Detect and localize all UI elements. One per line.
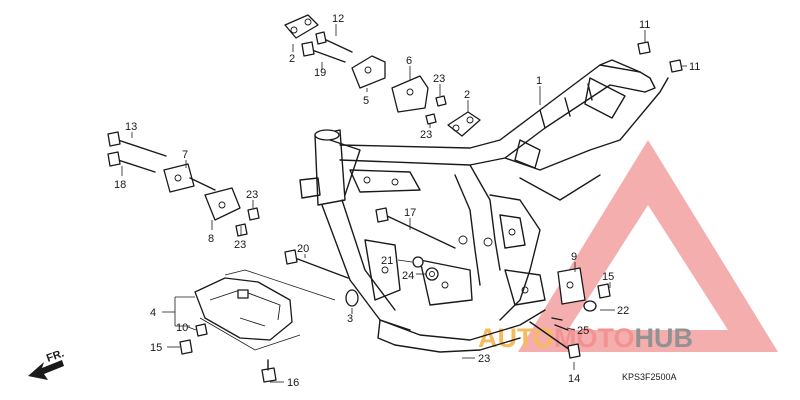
- watermark-text-moto: MOTO: [554, 323, 635, 353]
- callout-19: 19: [314, 67, 326, 79]
- callout-9: 9: [571, 251, 577, 263]
- main-frame: [299, 59, 669, 353]
- callout-10: 10: [176, 322, 188, 334]
- front-engine-hanger: [107, 131, 260, 237]
- callout-22: 22: [617, 305, 629, 317]
- callout-5: 5: [363, 95, 369, 107]
- callout-12: 12: [332, 13, 344, 25]
- callout-4: 4: [150, 307, 156, 319]
- watermark-triangle-icon: [518, 140, 778, 352]
- diagram-code: KPS3F2500A: [622, 372, 677, 382]
- callout-15: 15: [602, 271, 614, 283]
- callout-2: 2: [289, 53, 295, 65]
- callout-13: 13: [125, 121, 137, 133]
- callout-20: 20: [297, 243, 309, 255]
- through-bolts: [284, 207, 456, 307]
- callout-labels: 12 2 19 6 5 23 23 2 11 11 1 13 18 7 8 23…: [114, 13, 700, 389]
- callout-24: 24: [402, 270, 414, 282]
- callout-6: 6: [406, 55, 412, 67]
- callout-7: 7: [182, 149, 188, 161]
- callout-23: 23: [478, 353, 490, 365]
- callout-14: 14: [568, 373, 580, 385]
- callout-11: 11: [689, 61, 700, 73]
- callout-18: 18: [114, 179, 126, 191]
- callout-23: 23: [234, 239, 246, 251]
- leader-lines: [121, 24, 687, 383]
- callout-1: 1: [536, 75, 542, 87]
- direction-label: FR.: [45, 347, 66, 364]
- callout-23: 23: [246, 189, 258, 201]
- skid-plate: [179, 269, 336, 383]
- callout-23: 23: [433, 73, 445, 85]
- watermark-text-hub: HUB: [635, 323, 694, 353]
- callout-3: 3: [347, 313, 353, 325]
- callout-21: 21: [381, 255, 393, 267]
- rear-bracket: [529, 267, 611, 359]
- upper-engine-hanger: [284, 14, 683, 137]
- watermark: AUTOMOTOHUB: [478, 140, 778, 353]
- watermark-text-auto: AUTO: [478, 323, 554, 353]
- arrow-left-icon: [28, 360, 64, 380]
- callout-11: 11: [639, 19, 650, 31]
- callout-23: 23: [420, 129, 432, 141]
- callout-16: 16: [287, 377, 299, 389]
- callout-17: 17: [404, 207, 416, 219]
- callout-2: 2: [464, 89, 470, 101]
- callout-8: 8: [208, 233, 214, 245]
- callout-15: 15: [150, 342, 162, 354]
- front-direction-arrow: FR.: [28, 347, 66, 380]
- callout-25: 25: [577, 325, 589, 337]
